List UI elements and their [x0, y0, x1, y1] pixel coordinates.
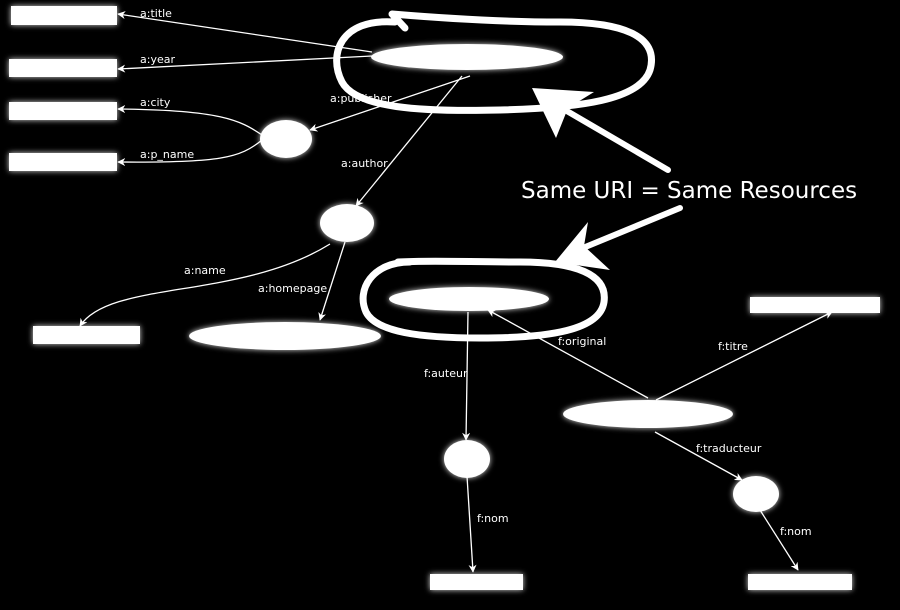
literal-node-titre	[750, 297, 880, 313]
literal-node-name	[33, 326, 140, 344]
callout-arrow-down-head	[555, 222, 610, 270]
resource-node-translation	[563, 400, 733, 428]
literal-node-p-name	[9, 153, 117, 171]
literal-node-nom-1	[430, 574, 523, 590]
resource-node-book	[371, 44, 563, 70]
resource-node-homepage	[189, 322, 381, 350]
resource-node-auteur	[444, 440, 490, 478]
highlight-loop-top	[333, 10, 655, 114]
edge-label-homepage: a:homepage	[258, 282, 327, 295]
literal-node-year	[9, 59, 117, 77]
edge-city	[117, 105, 263, 136]
edge-name	[79, 243, 331, 327]
resource-node-publisher	[260, 120, 312, 158]
edge-label-name: a:name	[184, 264, 226, 277]
literal-node-nom-2	[748, 574, 852, 590]
edge-year	[117, 55, 373, 73]
edge-titre	[655, 311, 833, 401]
edge-label-year: a:year	[140, 53, 175, 66]
literal-node-title	[11, 6, 117, 25]
edge-label-city: a:city	[140, 96, 171, 109]
callout-arrow-down-shaft	[575, 205, 683, 253]
edge-nom-1	[466, 475, 477, 573]
edge-auteur	[462, 311, 471, 441]
edge-homepage	[318, 241, 346, 321]
edge-label-nom-1: f:nom	[477, 512, 509, 525]
edge-label-nom-2: f:nom	[780, 525, 812, 538]
edge-author	[355, 75, 463, 207]
edge-title	[117, 11, 373, 53]
edge-label-traducteur: f:traducteur	[696, 442, 762, 455]
callout-arrow-up-shaft	[545, 97, 671, 173]
edge-p-name	[117, 139, 263, 167]
edge-label-author: a:author	[341, 157, 388, 170]
highlight-loop-bottom	[359, 257, 608, 342]
callout-arrow-up-head	[532, 88, 594, 138]
resource-node-traducteur	[733, 476, 779, 512]
edge-label-title: a:title	[140, 7, 172, 20]
edge-label-auteur: f:auteur	[424, 367, 468, 380]
callout-text: Same URI = Same Resources	[521, 178, 857, 204]
edge-original	[487, 309, 649, 399]
edge-label-titre: f:titre	[718, 340, 748, 353]
edge-label-original: f:original	[558, 335, 606, 348]
edge-nom-2	[759, 509, 799, 571]
edge-label-publisher: a:publisher	[330, 92, 392, 105]
edge-label-p-name: a:p_name	[140, 148, 194, 161]
edge-traducteur	[654, 431, 743, 481]
resource-node-author	[320, 204, 374, 242]
literal-node-city	[9, 102, 117, 120]
resource-node-book-fr	[389, 287, 549, 311]
